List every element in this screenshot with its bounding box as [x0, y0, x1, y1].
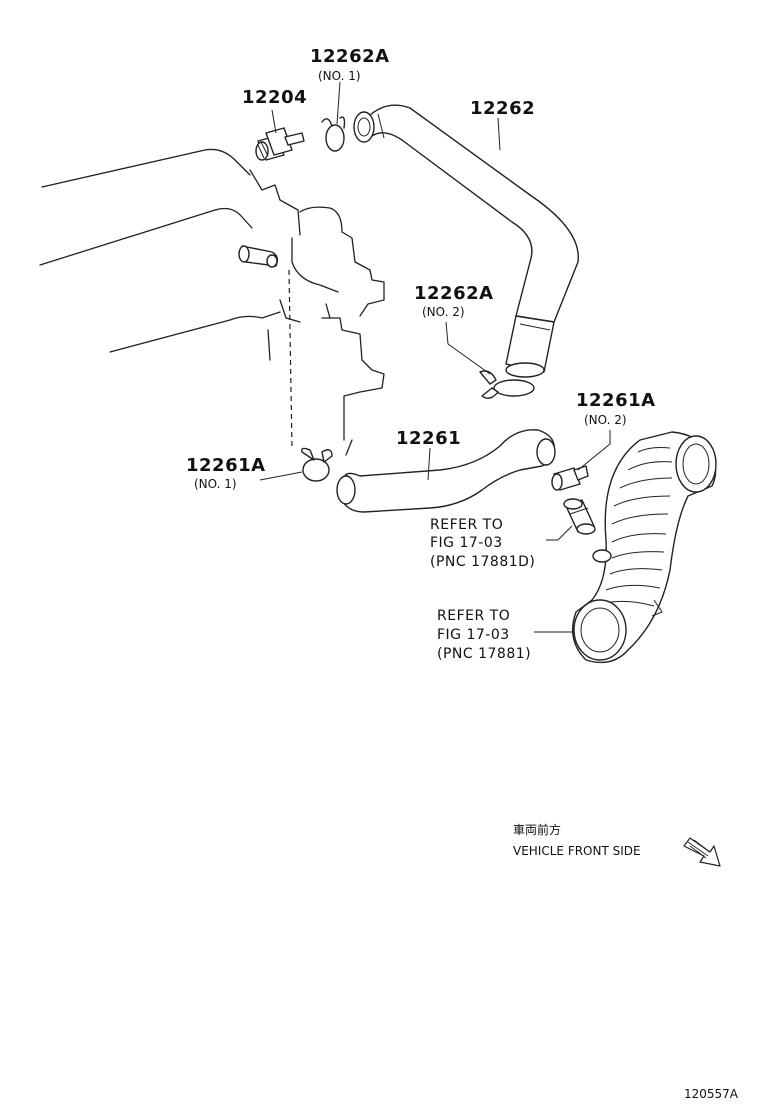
reference-line3: (PNC 17881)	[437, 646, 531, 662]
engine-outline	[39, 148, 385, 456]
leader-lines	[259, 81, 611, 633]
part-number-12262: 12262	[470, 98, 535, 119]
part-note-12261A-no2: (NO. 2)	[584, 413, 627, 427]
part-number-12261: 12261	[396, 428, 461, 449]
pcv-valve-12204	[255, 127, 305, 161]
intake-hose-17881	[572, 431, 717, 664]
ventilation-hose-12262	[353, 104, 579, 378]
hose-clip-12261A-no2	[551, 465, 589, 491]
reference-line2: FIG 17-03	[430, 535, 503, 551]
reference-17881D: REFER TO FIG 17-03 (PNC 17881D)	[430, 517, 535, 570]
vehicle-front-indicator: 車両前方 VEHICLE FRONT SIDE	[513, 822, 721, 867]
part-note-12262A-no2: (NO. 2)	[422, 305, 465, 319]
hose-clip-12262A-no2	[479, 370, 535, 399]
reference-line2: FIG 17-03	[437, 627, 510, 643]
arrow-right-down-icon	[683, 837, 721, 867]
part-number-12261A-no1: 12261A	[186, 455, 266, 476]
fitting-17881D	[563, 498, 596, 535]
reference-line1: REFER TO	[437, 608, 510, 624]
direction-label-jp: 車両前方	[513, 822, 561, 837]
part-number-12204: 12204	[242, 87, 307, 108]
direction-label-en: VEHICLE FRONT SIDE	[513, 844, 641, 858]
reference-line1: REFER TO	[430, 517, 503, 533]
reference-line3: (PNC 17881D)	[430, 554, 535, 570]
reference-17881: REFER TO FIG 17-03 (PNC 17881)	[437, 608, 531, 662]
hose-12261	[336, 429, 556, 513]
illustration-code: 120557A	[684, 1087, 739, 1101]
part-number-12262A-no1: 12262A	[310, 46, 390, 67]
part-note-12261A-no1: (NO. 1)	[194, 477, 237, 491]
part-note-12262A-no1: (NO. 1)	[318, 69, 361, 83]
hose-clip-12262A-no1	[321, 116, 346, 152]
assembly-guide-line	[288, 269, 293, 451]
part-number-12261A-no2: 12261A	[576, 390, 656, 411]
engine-stud	[238, 245, 279, 268]
part-labels: 12262A (NO. 1) 12204 12262 12262A (NO. 2…	[186, 46, 656, 491]
hose-clip-12261A-no1	[300, 447, 333, 482]
part-number-12262A-no2: 12262A	[414, 283, 494, 304]
